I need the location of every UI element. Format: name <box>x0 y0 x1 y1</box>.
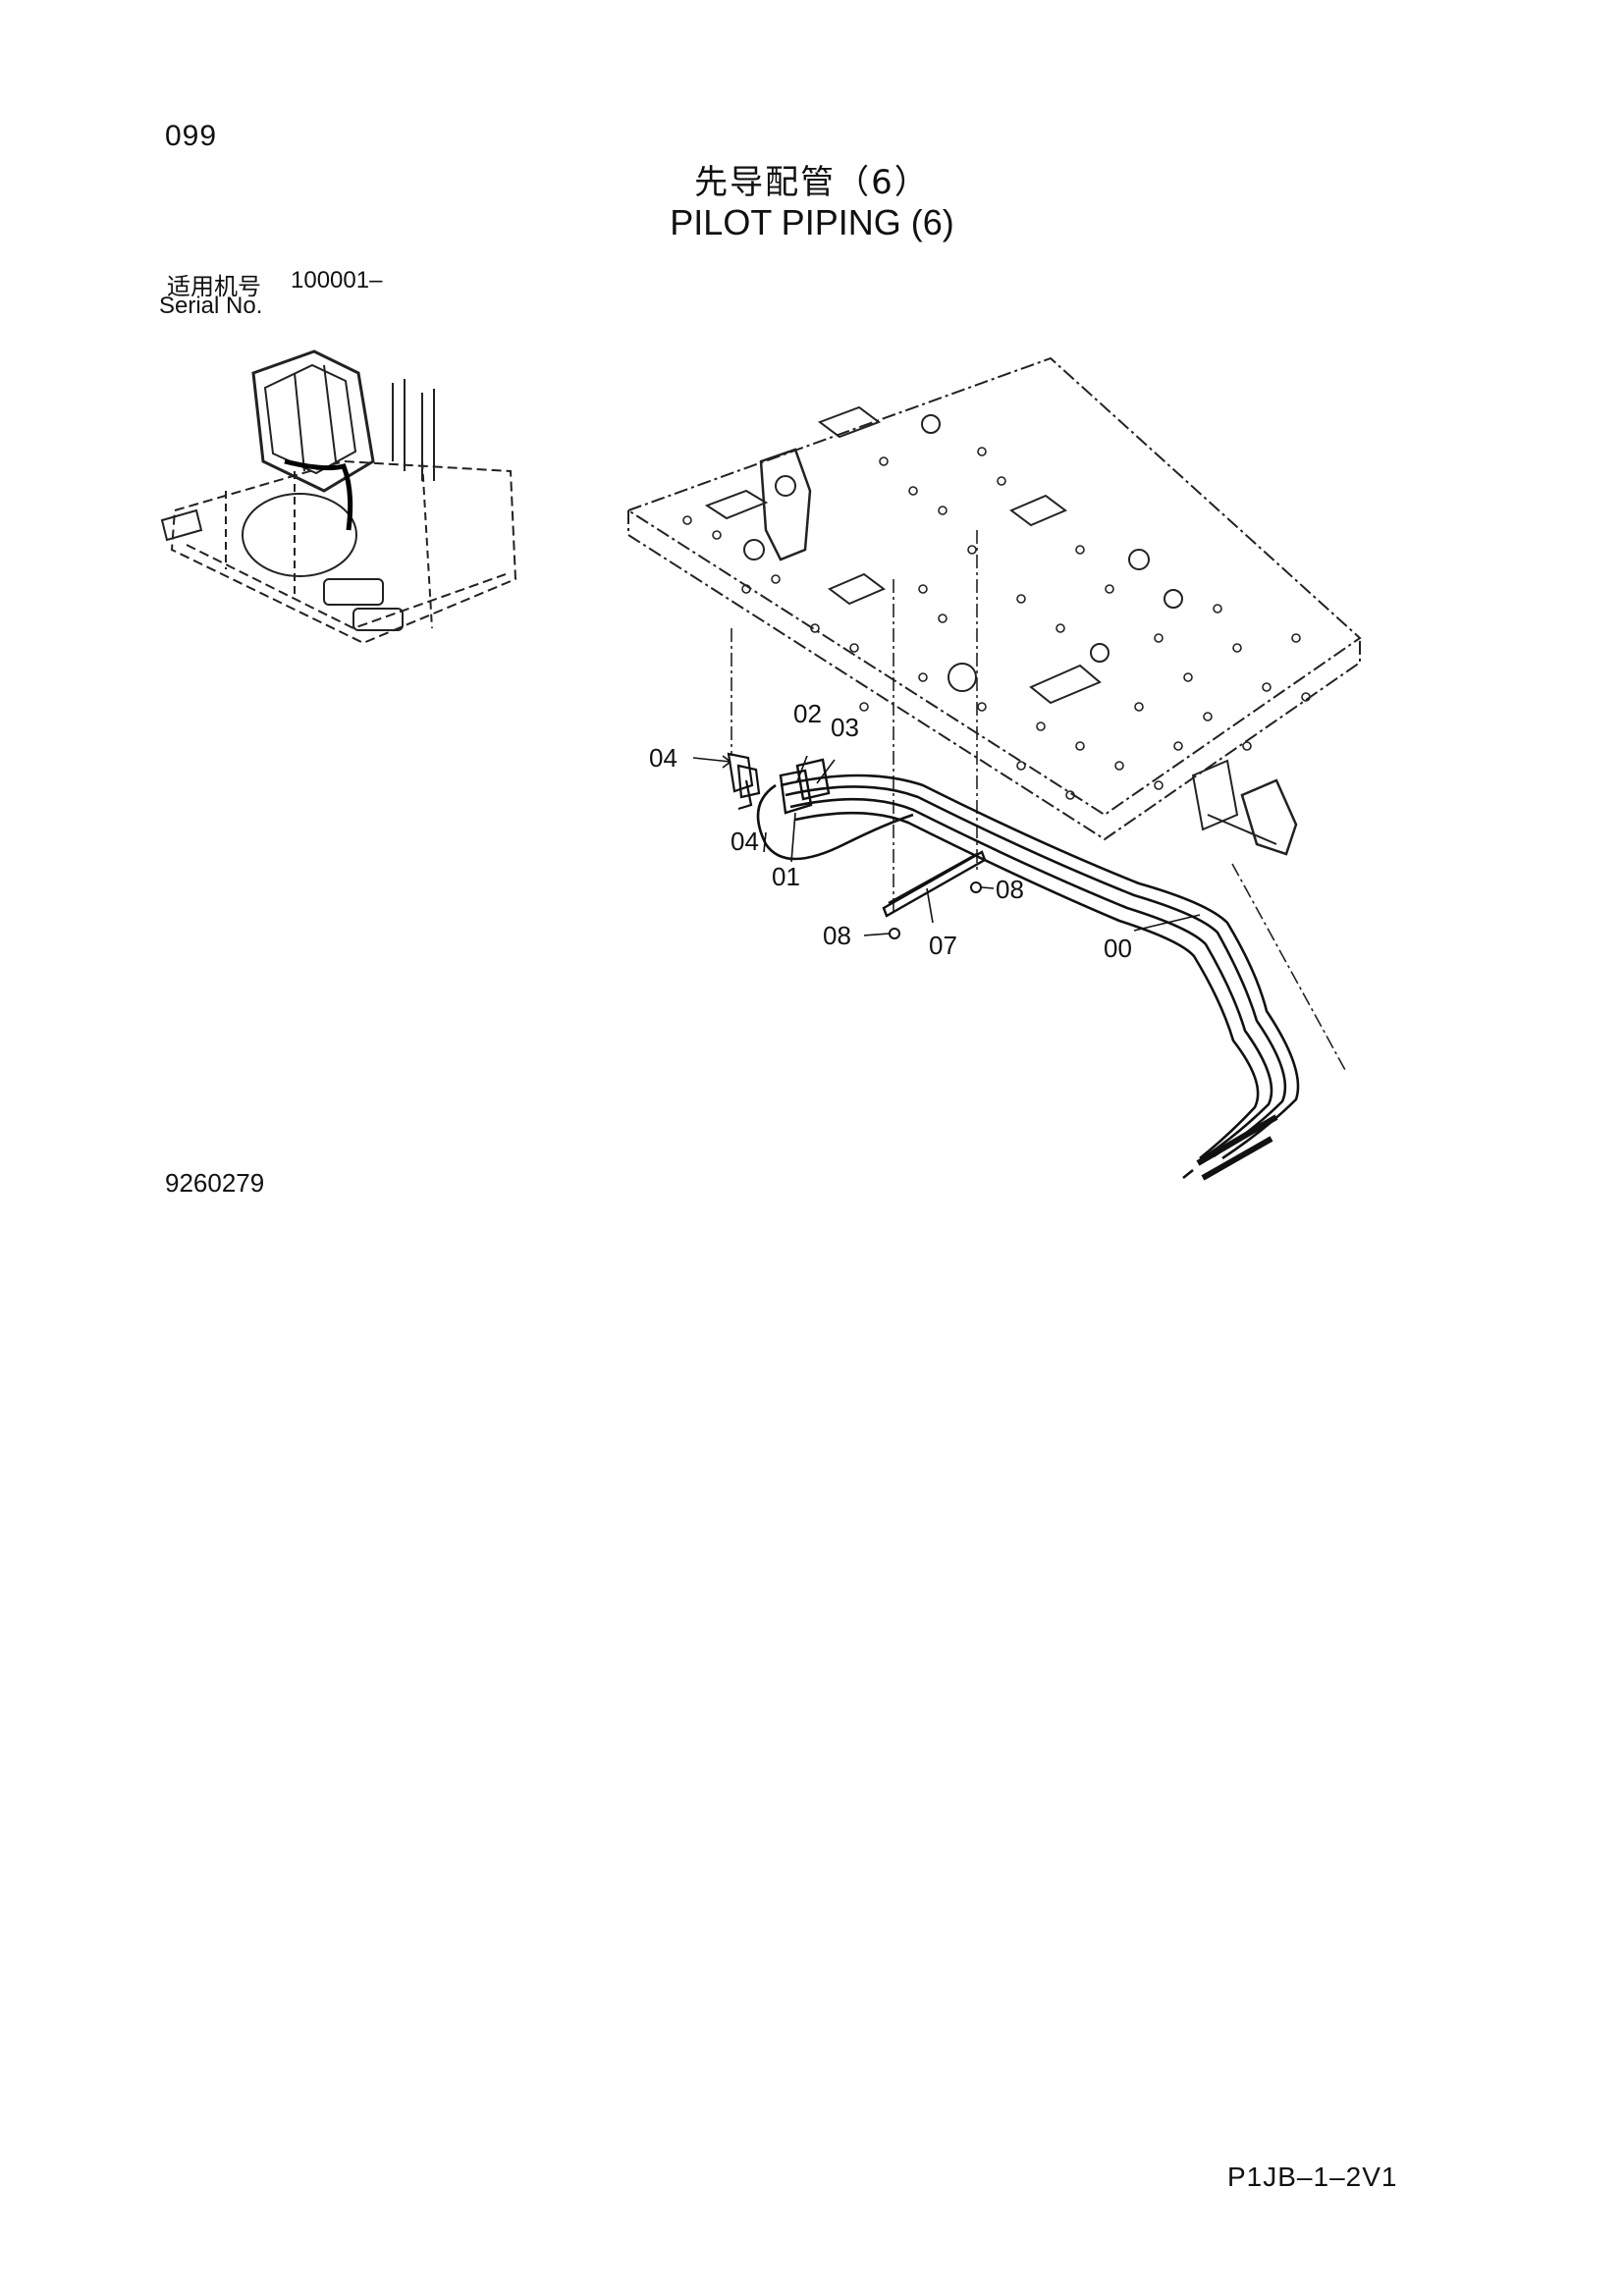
serial-label-english: Serial No. <box>159 293 263 319</box>
callout-leaders <box>692 755 1201 936</box>
elbow-fittings <box>727 752 761 811</box>
serial-label-chinese: 适用机号 <box>167 273 261 300</box>
callout-04-lower: 04 <box>731 827 759 856</box>
callout-07: 07 <box>929 931 957 960</box>
leader-lines <box>731 530 1346 1071</box>
document-code: P1JB–1–2V1 <box>1227 2162 1398 2192</box>
page-title-chinese: 先导配管（6） <box>694 163 930 202</box>
callout-03: 03 <box>831 713 859 742</box>
bolt-08-upper <box>970 881 982 893</box>
callout-04-upper: 04 <box>649 743 677 773</box>
callout-00: 00 <box>1104 934 1132 963</box>
hose-01 <box>756 783 914 861</box>
page-title-english: PILOT PIPING (6) <box>670 202 954 242</box>
drawing-code: 9260279 <box>165 1168 265 1198</box>
callout-08-lower: 08 <box>823 921 851 950</box>
callout-01: 01 <box>772 862 800 891</box>
callout-02: 02 <box>793 699 822 728</box>
floor-plate <box>625 356 1362 856</box>
serial-value: 100001– <box>291 267 383 294</box>
bracket-bar-07 <box>882 850 987 918</box>
callout-08-upper: 08 <box>996 875 1024 904</box>
locator-view <box>160 349 517 645</box>
bolt-08-lower <box>889 928 900 939</box>
page-number: 099 <box>165 120 218 152</box>
hose-bundle <box>779 758 1300 1181</box>
